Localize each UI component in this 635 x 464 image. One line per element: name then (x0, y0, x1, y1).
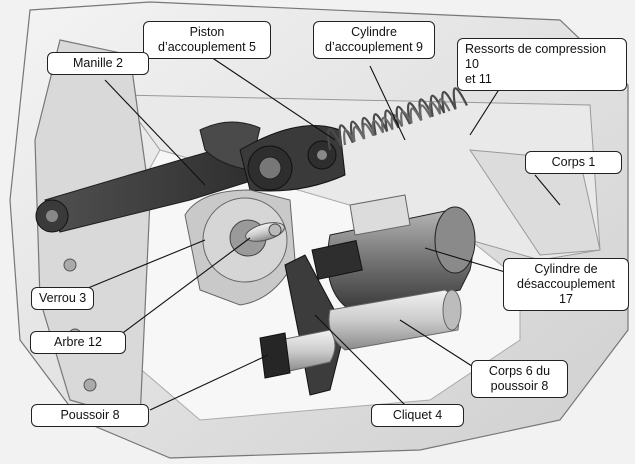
label-uncoupling-cylinder: Cylindre de désaccouplement 17 (503, 258, 629, 311)
verrou-disc (184, 189, 296, 306)
label-poussoir: Poussoir 8 (31, 404, 149, 427)
label-springs: Ressorts de compression 10 et 11 (457, 38, 627, 91)
poussoir-assembly (259, 289, 462, 379)
leader-cylinder-coupling (369, 65, 406, 141)
label-piston: Piston d’accouplement 5 (143, 21, 271, 59)
label-verrou: Verrou 3 (31, 287, 94, 310)
leader-uncoupling-cylinder (424, 247, 506, 273)
leader-lines (87, 52, 561, 411)
label-corps1: Corps 1 (525, 151, 622, 174)
label-manille: Manille 2 (47, 52, 149, 75)
uncoupling-cylinder (311, 194, 476, 311)
leader-verrou (87, 239, 206, 289)
leader-corps1 (534, 174, 561, 206)
leader-corps6 (399, 319, 476, 369)
leader-arbre (119, 237, 251, 336)
leader-manille (104, 79, 206, 186)
leader-poussoir (149, 354, 269, 411)
label-cliquet: Cliquet 4 (371, 404, 464, 427)
label-corps6: Corps 6 du poussoir 8 (471, 360, 568, 398)
label-cylinder-coupling: Cylindre d’accouplement 9 (313, 21, 435, 59)
label-arbre: Arbre 12 (30, 331, 126, 354)
leader-piston (204, 52, 336, 141)
piston-link (239, 125, 346, 192)
leader-cliquet (314, 314, 406, 406)
